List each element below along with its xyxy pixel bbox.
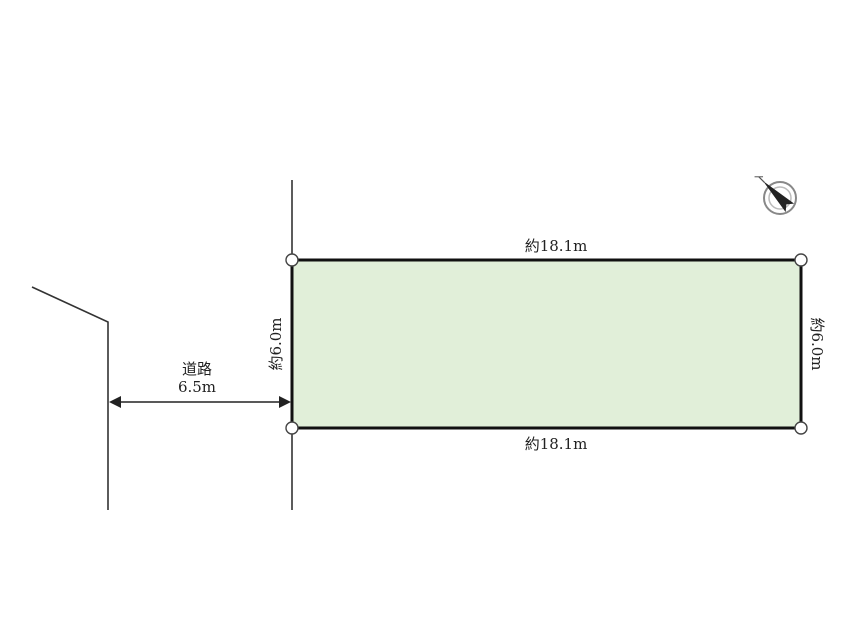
arrow-head-left [109, 396, 121, 408]
corner-marker [285, 421, 299, 435]
north-arrow-icon [754, 176, 797, 215]
road-label: 道路 [182, 360, 212, 378]
corner-marker [285, 253, 299, 267]
lot-top-dimension: 約18.1m [525, 237, 588, 255]
lot-left-dimension: 約6.0m [267, 317, 285, 370]
lot-right-dimension: 約6.0m [808, 317, 826, 370]
arrow-head-right [279, 396, 291, 408]
road-width-label: 6.5m [178, 378, 216, 396]
corner-marker [794, 421, 808, 435]
road-left-boundary [31, 286, 109, 510]
lot-bottom-dimension: 約18.1m [525, 435, 588, 453]
corner-marker [794, 253, 808, 267]
lot-area [290, 258, 803, 430]
